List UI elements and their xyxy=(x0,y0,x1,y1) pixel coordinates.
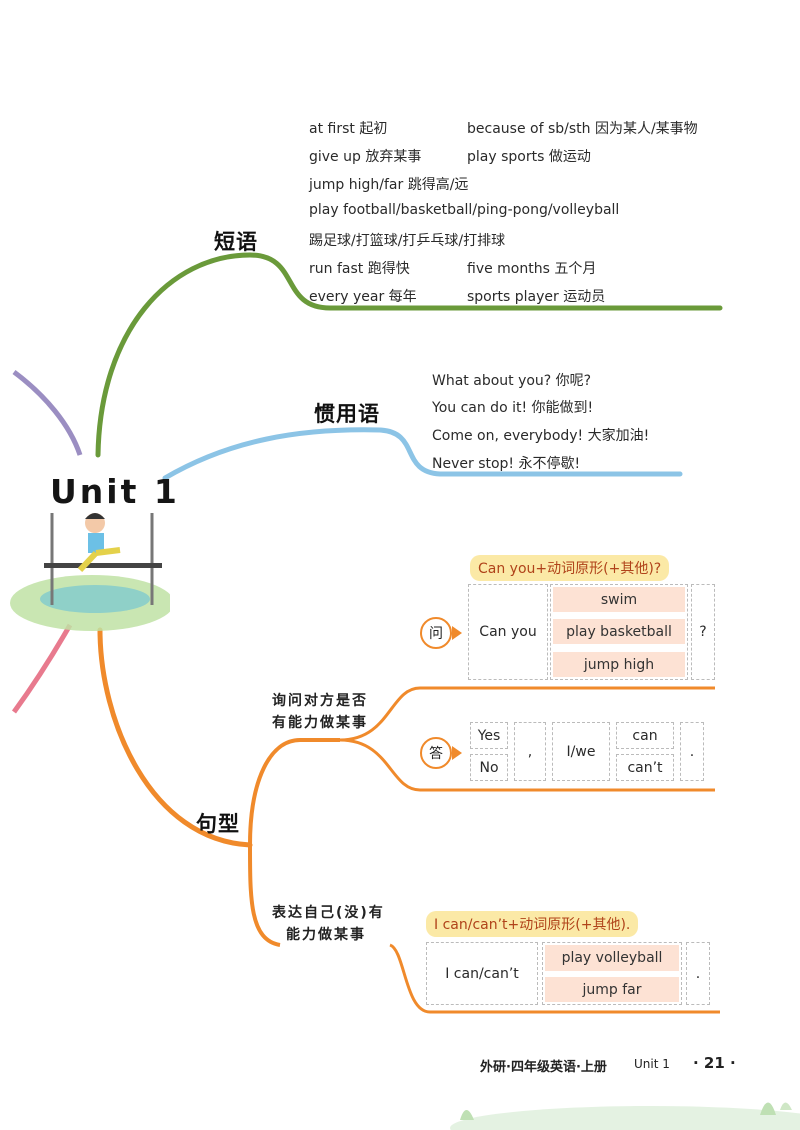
idiom-item: Come on, everybody! 大家加油! xyxy=(432,428,650,444)
question-verb-pill: jump high xyxy=(553,652,685,677)
express-ability-label: 表达自己(没)有 能力做某事 xyxy=(272,902,385,946)
phrase-item: sports player 运动员 xyxy=(467,289,606,305)
answer-end-box: . xyxy=(680,722,704,781)
phrase-item: jump high/far 跳得高/远 xyxy=(309,177,469,193)
express-label-line2: 能力做某事 xyxy=(286,927,366,943)
unit-title: Unit 1 xyxy=(50,472,180,511)
footer-book: 外研·四年级英语·上册 xyxy=(480,1060,607,1075)
phrase-item: play sports 做运动 xyxy=(467,149,591,165)
ask-branch xyxy=(248,738,340,846)
answer-yes-box: Yes xyxy=(470,722,508,749)
express-subject-box: I can/can’t xyxy=(426,942,538,1005)
pink-branch xyxy=(11,623,73,714)
phrase-item: run fast 跑得快 xyxy=(309,261,410,277)
ask-ability-label: 询问对方是否 有能力做某事 xyxy=(272,690,368,734)
ask-pattern-label: Can you+动词原形(+其他)? xyxy=(470,555,670,581)
central-illustration xyxy=(0,455,174,635)
question-tag: 问 xyxy=(420,617,452,649)
express-line xyxy=(389,943,720,1014)
answer-subject-box: I/we xyxy=(552,722,610,781)
answer-arrow-icon xyxy=(452,746,462,760)
purple-branch xyxy=(12,369,83,456)
express-verb-pill: play volleyball xyxy=(545,945,679,971)
sentences-heading: 句型 xyxy=(196,812,240,836)
phrase-item: give up 放弃某事 xyxy=(309,149,422,165)
question-end-box: ? xyxy=(691,584,715,680)
ask-label-line2: 有能力做某事 xyxy=(272,715,368,731)
footer-grass-decoration xyxy=(450,1102,800,1130)
phrase-item: 踢足球/打篮球/打乒乓球/打排球 xyxy=(309,233,506,249)
footer-unit: Unit 1 xyxy=(634,1057,670,1071)
idioms-heading: 惯用语 xyxy=(314,402,380,426)
answer-comma-box: , xyxy=(514,722,546,781)
express-branch xyxy=(248,844,281,947)
answer-can-box: can xyxy=(616,722,674,749)
express-verb-pill: jump far xyxy=(545,977,679,1002)
idioms-branch xyxy=(162,427,683,481)
ask-upper xyxy=(339,686,715,742)
question-verb-pill: play basketball xyxy=(553,619,685,644)
express-pattern-label: I can/can’t+动词原形(+其他). xyxy=(426,911,639,937)
phrase-item: five months 五个月 xyxy=(467,261,597,277)
ask-lower xyxy=(339,738,715,792)
question-subject-box: Can you xyxy=(468,584,548,680)
phrase-item: every year 每年 xyxy=(309,289,417,305)
idiom-item: What about you? 你呢? xyxy=(432,373,592,389)
phrase-item: because of sb/sth 因为某人/某事物 xyxy=(467,121,698,137)
express-label-line1: 表达自己(没)有 xyxy=(272,905,385,921)
phrase-item: at first 起初 xyxy=(309,121,388,137)
page-number: · 21 · xyxy=(693,1054,736,1072)
phrases-heading: 短语 xyxy=(214,230,258,254)
answer-no-box: No xyxy=(470,754,508,781)
idiom-item: You can do it! 你能做到! xyxy=(432,400,594,416)
question-arrow-icon xyxy=(452,626,462,640)
phrase-item: play football/basketball/ping-pong/volle… xyxy=(309,202,620,218)
answer-cant-box: can’t xyxy=(616,754,674,781)
phrases-branch xyxy=(95,252,723,458)
idiom-item: Never stop! 永不停歇! xyxy=(432,456,581,472)
question-verb-pill: swim xyxy=(553,587,685,612)
express-end-box: . xyxy=(686,942,710,1005)
sentences-branch xyxy=(97,627,253,848)
ask-label-line1: 询问对方是否 xyxy=(272,693,368,709)
answer-tag: 答 xyxy=(420,737,452,769)
